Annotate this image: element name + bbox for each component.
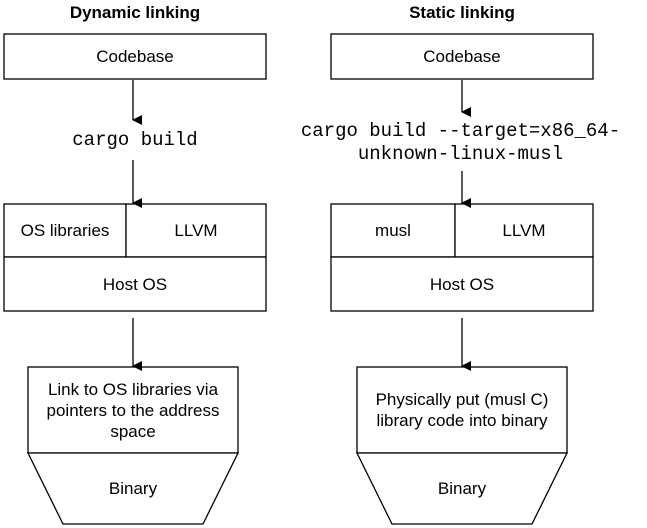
dynamic-link-box bbox=[27, 366, 239, 454]
static-link-description: Physically put (musl C) library code int… bbox=[375, 390, 549, 430]
static-codebase-box bbox=[330, 33, 594, 80]
dynamic-link-description: Link to OS libraries via pointers to the… bbox=[46, 379, 220, 441]
static-title: Static linking bbox=[409, 2, 515, 22]
static-host-os-box bbox=[330, 256, 594, 312]
static-command: cargo build --target=x86_64-unknown-linu… bbox=[300, 120, 621, 165]
dynamic-host-os-label: Host OS bbox=[102, 274, 168, 294]
static-llvm-label: LLVM bbox=[502, 221, 546, 240]
static-binary-trapezoid bbox=[355, 452, 569, 525]
static-musl-box bbox=[330, 203, 456, 258]
dynamic-command: cargo build bbox=[72, 128, 198, 151]
dynamic-title: Dynamic linking bbox=[69, 2, 201, 22]
static-musl-label: musl bbox=[375, 221, 411, 240]
dynamic-binary-trapezoid bbox=[26, 452, 240, 525]
dynamic-codebase-box bbox=[3, 33, 267, 80]
dynamic-host-os-box bbox=[3, 256, 267, 312]
dynamic-os-libraries-label: OS libraries bbox=[20, 221, 110, 240]
dynamic-llvm-box bbox=[125, 203, 267, 258]
dynamic-os-libraries-box bbox=[3, 203, 127, 258]
static-binary-label: Binary bbox=[437, 479, 487, 498]
static-codebase-label: Codebase bbox=[423, 47, 501, 66]
static-link-box bbox=[356, 366, 568, 454]
dynamic-llvm-label: LLVM bbox=[174, 221, 218, 240]
dynamic-codebase-label: Codebase bbox=[96, 47, 174, 66]
dynamic-binary-label: Binary bbox=[108, 479, 158, 498]
static-llvm-box bbox=[454, 203, 594, 258]
static-host-os-label: Host OS bbox=[429, 274, 495, 294]
